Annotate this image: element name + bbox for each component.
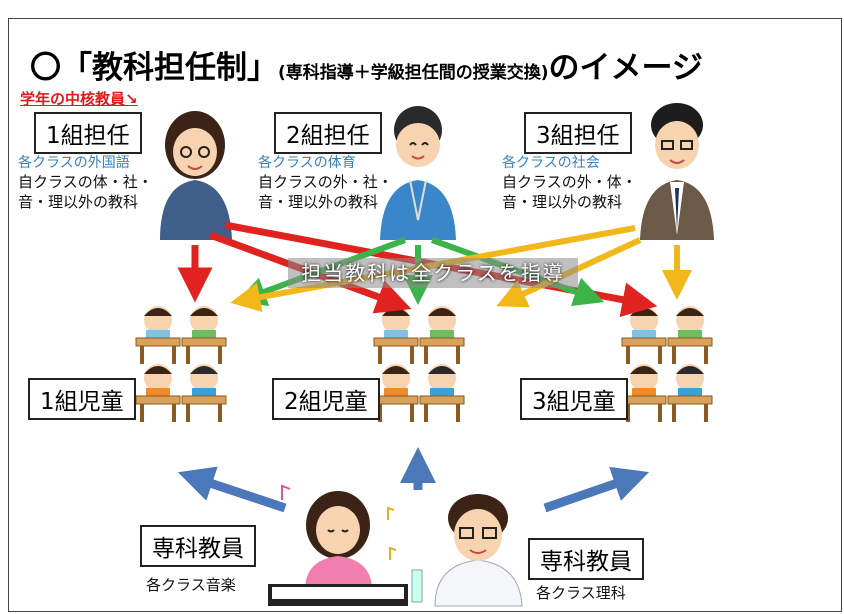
teacher-1-subject: 各クラスの外国語	[18, 155, 130, 171]
teacher-3-figure	[640, 103, 714, 240]
teacher-2-figure	[380, 106, 456, 240]
teacher-3-subject: 各クラスの社会	[502, 155, 600, 171]
teacher-2-subject: 各クラスの体育	[258, 155, 356, 171]
title-sub: (専科指導＋学級担任間の授業交換)	[278, 63, 549, 83]
figure-frame	[8, 18, 842, 612]
title-main: 「教科担任制」	[61, 50, 278, 86]
title-tail: のイメージ	[548, 50, 703, 86]
banner-all-classes: 担当教科は全クラスを指導	[288, 258, 578, 288]
teacher-1-other-subjects: 自クラスの体・社・ 音・理以外の教科	[18, 173, 153, 211]
science-teacher-figure	[411, 494, 523, 607]
teacher-1-figure	[160, 111, 232, 240]
teacher-2-other-subjects: 自クラスの外・社・ 音・理以外の教科	[258, 173, 393, 211]
teacher-2-label: 2組担任	[274, 112, 382, 154]
music-specialist-subject: 各クラス音楽	[146, 576, 236, 594]
teacher-3-other-subjects: 自クラスの外・体・ 音・理以外の教科	[502, 173, 637, 211]
teacher-1-label: 1組担任	[34, 112, 142, 154]
figure-title: 〇「教科担任制」(専科指導＋学級担任間の授業交換)のイメージ	[30, 42, 703, 87]
class-1-label: 1組児童	[28, 378, 136, 420]
teacher-3-label: 3組担任	[524, 112, 632, 154]
core-teacher-label: 学年の中核教員↘	[20, 90, 138, 108]
science-specialist-label: 専科教員	[528, 538, 644, 580]
music-teacher-figure	[268, 484, 408, 606]
arrows-specialists	[177, 447, 650, 513]
class-2-label: 2組児童	[272, 378, 380, 420]
science-specialist-subject: 各クラス理科	[536, 584, 626, 602]
class-1-students	[135, 306, 227, 423]
music-specialist-label: 専科教員	[140, 525, 256, 567]
class-2-students	[373, 306, 465, 423]
class-3-students	[621, 306, 713, 423]
class-3-label: 3組児童	[520, 378, 628, 420]
title-circle: 〇	[30, 50, 61, 86]
